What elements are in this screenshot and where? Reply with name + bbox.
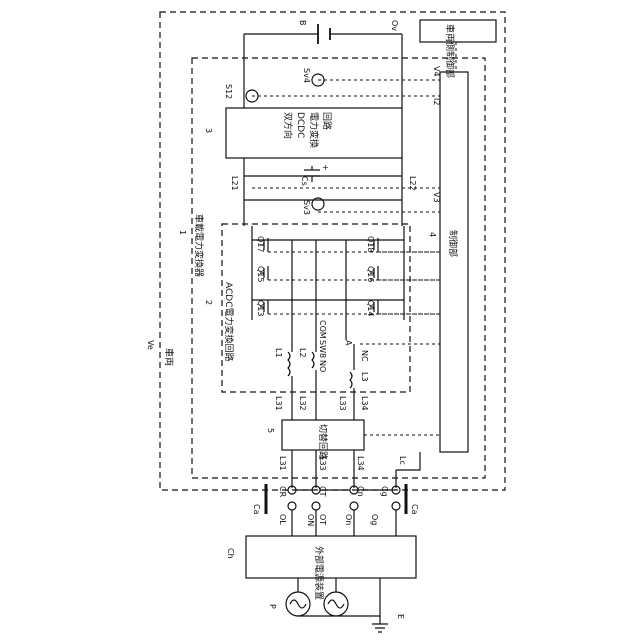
l32-label: L32 xyxy=(298,396,307,411)
sv3-label: Sv3 xyxy=(302,200,311,215)
l33-bottom-label: L33 xyxy=(318,456,327,471)
sw8-label: SW8 xyxy=(318,340,327,358)
ot-label: OT xyxy=(318,514,327,525)
ddc-label-2: DCDC xyxy=(295,112,305,138)
ca-left-label: Ca xyxy=(252,504,261,515)
i2-label: I2 xyxy=(432,98,441,105)
external-power-box xyxy=(246,536,416,578)
num-4-label: 4 xyxy=(428,232,437,237)
ve-label: Ve xyxy=(146,340,155,350)
l22-label: L22 xyxy=(408,176,417,191)
ca-right-label: Ca xyxy=(410,504,419,515)
num-2-label: 2 xyxy=(204,300,213,305)
l2-label: L2 xyxy=(298,348,307,358)
inductor-l2 xyxy=(312,352,314,368)
q18-label: Q18 xyxy=(366,236,375,252)
battery-symbol xyxy=(318,24,330,44)
ground-symbol xyxy=(372,616,388,632)
on-label: ON xyxy=(306,514,315,526)
ddc-label-1: 双方向 xyxy=(282,112,294,139)
control-signal-lines xyxy=(252,42,456,435)
com-label: COM xyxy=(318,320,327,339)
vehicle-label: 車両 xyxy=(163,348,175,366)
l34-bottom-label: L34 xyxy=(356,456,365,471)
q16-label: Q16 xyxy=(366,266,375,282)
vehicle-control-unit-box xyxy=(420,20,496,42)
q15-label: Q15 xyxy=(256,266,265,282)
acdc-label: ACDC電力変換回路 xyxy=(223,282,235,362)
og-label: Og xyxy=(370,514,379,525)
a-label: A xyxy=(344,340,353,346)
q13-label: Q13 xyxy=(256,300,265,316)
battery-label: B xyxy=(298,20,307,26)
l33-top-label: L33 xyxy=(338,396,347,411)
q17-label: Q17 xyxy=(256,236,265,252)
plus-label: + xyxy=(322,163,329,172)
lc-label: Lc xyxy=(398,456,407,465)
l3-label: L3 xyxy=(360,372,369,382)
num-5-label: 5 xyxy=(266,428,275,433)
cr-label: CR xyxy=(278,486,287,498)
ddc-label-3: 電力変換 xyxy=(308,112,320,148)
cn-label: Cn xyxy=(356,486,365,497)
e-label: E xyxy=(396,614,405,619)
inductor-l3 xyxy=(350,372,352,388)
l21-label: L21 xyxy=(230,176,239,191)
vehicle-control-unit-label: 車両側制御部 xyxy=(444,24,456,78)
controller-box xyxy=(440,72,468,452)
ov-label: Ov xyxy=(390,20,399,31)
v3-label: V3 xyxy=(432,192,441,203)
sv4-label: Sv4 xyxy=(302,68,311,83)
nc-label: NC xyxy=(360,350,369,362)
l31-bottom-label: L31 xyxy=(278,456,287,471)
ext-power-label: 外部電源装置 xyxy=(313,546,325,600)
controller-label: 制御部 xyxy=(447,230,459,257)
p-label: P xyxy=(268,604,277,609)
l34-top-label: L34 xyxy=(360,396,369,411)
ol-label: OL xyxy=(278,514,287,525)
on2-label: On xyxy=(344,514,353,525)
num-1-label: 1 xyxy=(178,230,187,235)
inductor-l1 xyxy=(288,352,290,376)
l31-top-label: L31 xyxy=(274,396,283,411)
cs-label: Cs xyxy=(300,176,309,186)
ch-label: Ch xyxy=(226,548,235,559)
cg-label: Cg xyxy=(380,486,389,497)
l1-label: L1 xyxy=(274,348,283,358)
onboard-converter-label: 車載電力変換器 xyxy=(193,214,205,277)
num-3-label: 3 xyxy=(204,128,213,133)
onboard-converter-boundary xyxy=(192,58,485,478)
switch-circuit-label: 切替回路 xyxy=(317,424,329,460)
no-label: NO xyxy=(318,360,327,372)
ddc-label-4: 回路 xyxy=(321,112,333,130)
s12-label: S12 xyxy=(224,84,233,99)
v4-label: V4 xyxy=(432,66,441,77)
q14-label: Q14 xyxy=(366,300,375,316)
ct-label: CT xyxy=(318,486,327,497)
